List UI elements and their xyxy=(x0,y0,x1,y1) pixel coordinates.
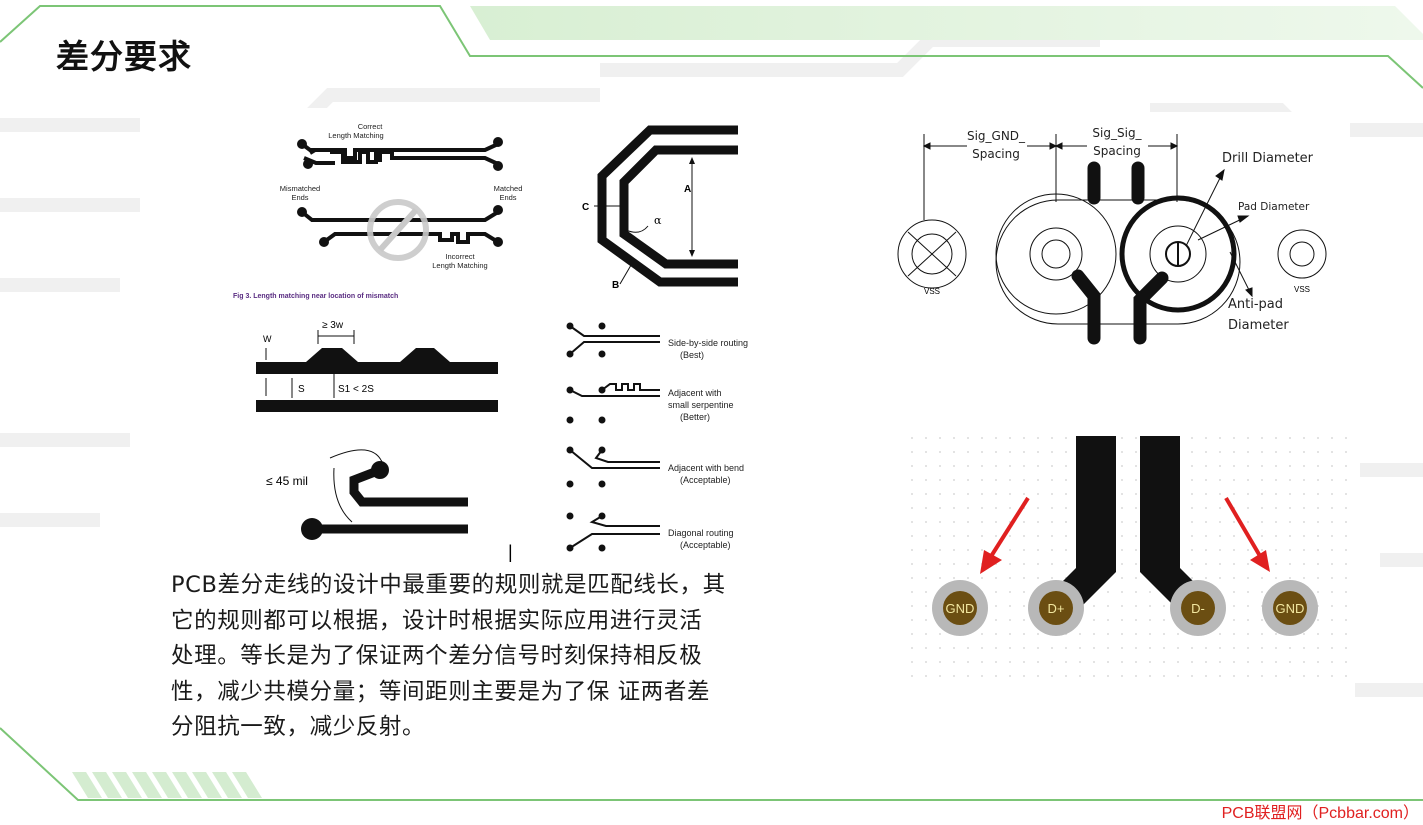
routing-2a: Adjacent with xyxy=(668,388,722,398)
page-title: 差分要求 xyxy=(56,37,192,76)
label-vss-left: VSS xyxy=(924,287,940,296)
pad-gnd-left: GND xyxy=(932,580,988,636)
red-arrow-left-icon xyxy=(980,496,1030,574)
label-3w: ≥ 3w xyxy=(322,320,344,331)
footer-watermark: PCB联盟网（Pcbbar.com） xyxy=(1221,805,1419,822)
body-line-2: 它的规则都可以根据，设计时根据实际应用进行灵活 xyxy=(171,607,703,634)
pad-label-gnd-right: GND xyxy=(1276,601,1305,616)
label-matched: Matched xyxy=(494,184,523,193)
serpentine-figure: W ≥ 3w S S1 < 2S xyxy=(256,320,498,412)
label-sig-gnd-2: Spacing xyxy=(972,147,1020,161)
pad-gnd-right: GND xyxy=(1262,580,1318,636)
routing-2b: small serpentine xyxy=(668,400,734,410)
routing-4b: (Acceptable) xyxy=(680,540,731,550)
red-arrow-right-icon xyxy=(1224,496,1270,572)
pcb-layout-panel: GND D+ D- GND xyxy=(910,436,1350,684)
label-sig-sig-2: Spacing xyxy=(1093,144,1141,158)
label-drill: Drill Diameter xyxy=(1222,151,1314,166)
bend-figure: A C α B xyxy=(582,125,738,291)
label-incorrect-2: Length Matching xyxy=(432,261,487,270)
label-matched-2: Ends xyxy=(499,193,516,202)
label-incorrect: Incorrect xyxy=(445,252,475,261)
label-s: S xyxy=(298,384,305,395)
label-45mil: ≤ 45 mil xyxy=(266,474,308,488)
pcb-layout: GND D+ D- GND xyxy=(910,436,1350,684)
label-correct-2: Length Matching xyxy=(328,131,383,140)
body-line-1: PCB差分走线的设计中最重要的规则就是匹配线长，其 xyxy=(171,572,726,598)
label-mismatched: Mismatched xyxy=(280,184,320,193)
label-sig-sig: Sig_Sig_ xyxy=(1092,126,1142,140)
pad-label-dminus: D- xyxy=(1191,601,1205,616)
label-alpha: α xyxy=(654,214,662,227)
label-mismatched-2: Ends xyxy=(291,193,308,202)
label-s1: S1 < 2S xyxy=(338,384,374,395)
45mil-figure: ≤ 45 mil | xyxy=(266,449,513,562)
label-correct: Correct xyxy=(358,122,384,131)
label-c: C xyxy=(582,202,589,213)
routing-4a: Diagonal routing xyxy=(668,528,734,538)
via-diagram-panel: Sig_GND_ Spacing Sig_Sig_ Spacing Drill … xyxy=(872,112,1350,356)
routing-styles-figure xyxy=(566,322,660,552)
pad-dminus: D- xyxy=(1170,580,1226,636)
routing-2c: (Better) xyxy=(680,412,710,422)
pad-label-dplus: D+ xyxy=(1048,601,1065,616)
label-w: W xyxy=(263,334,272,344)
routing-1b: (Best) xyxy=(680,350,704,360)
diagram-panel-left: Correct Length Matching Mismatched Ends … xyxy=(140,108,870,563)
label-antipad: Anti-pad xyxy=(1228,297,1283,312)
pad-label-gnd-left: GND xyxy=(946,601,975,616)
label-b: B xyxy=(612,280,619,291)
routing-1a: Side-by-side routing xyxy=(668,338,748,348)
pad-dplus: D+ xyxy=(1028,580,1084,636)
figure-caption: Fig 3. Length matching near location of … xyxy=(233,293,398,300)
routing-3a: Adjacent with bend xyxy=(668,463,744,473)
label-sig-gnd: Sig_GND_ xyxy=(967,129,1026,143)
body-paragraph: PCB差分走线的设计中最重要的规则就是匹配线长，其 它的规则都可以根据，设计时根… xyxy=(171,568,851,746)
cursor-glyph: | xyxy=(508,542,513,562)
body-line-3: 处理。等长是为了保证两个差分信号时刻保持相反极 xyxy=(171,643,703,669)
body-line-5: 分阻抗一致，减少反射。 xyxy=(171,714,426,740)
via-diagram: Sig_GND_ Spacing Sig_Sig_ Spacing Drill … xyxy=(897,126,1327,345)
label-a: A xyxy=(684,184,691,195)
body-line-4: 性，减少共模分量；等间距则主要是为了保 证两者差 xyxy=(171,678,711,705)
routing-diagrams: Correct Length Matching Mismatched Ends … xyxy=(233,122,748,562)
label-antipad-2: Diameter xyxy=(1228,318,1289,333)
length-matching-figure: Correct Length Matching Mismatched Ends … xyxy=(233,122,522,300)
label-pad: Pad Diameter xyxy=(1238,201,1310,213)
label-vss-right: VSS xyxy=(1294,285,1310,294)
routing-3b: (Acceptable) xyxy=(680,475,731,485)
